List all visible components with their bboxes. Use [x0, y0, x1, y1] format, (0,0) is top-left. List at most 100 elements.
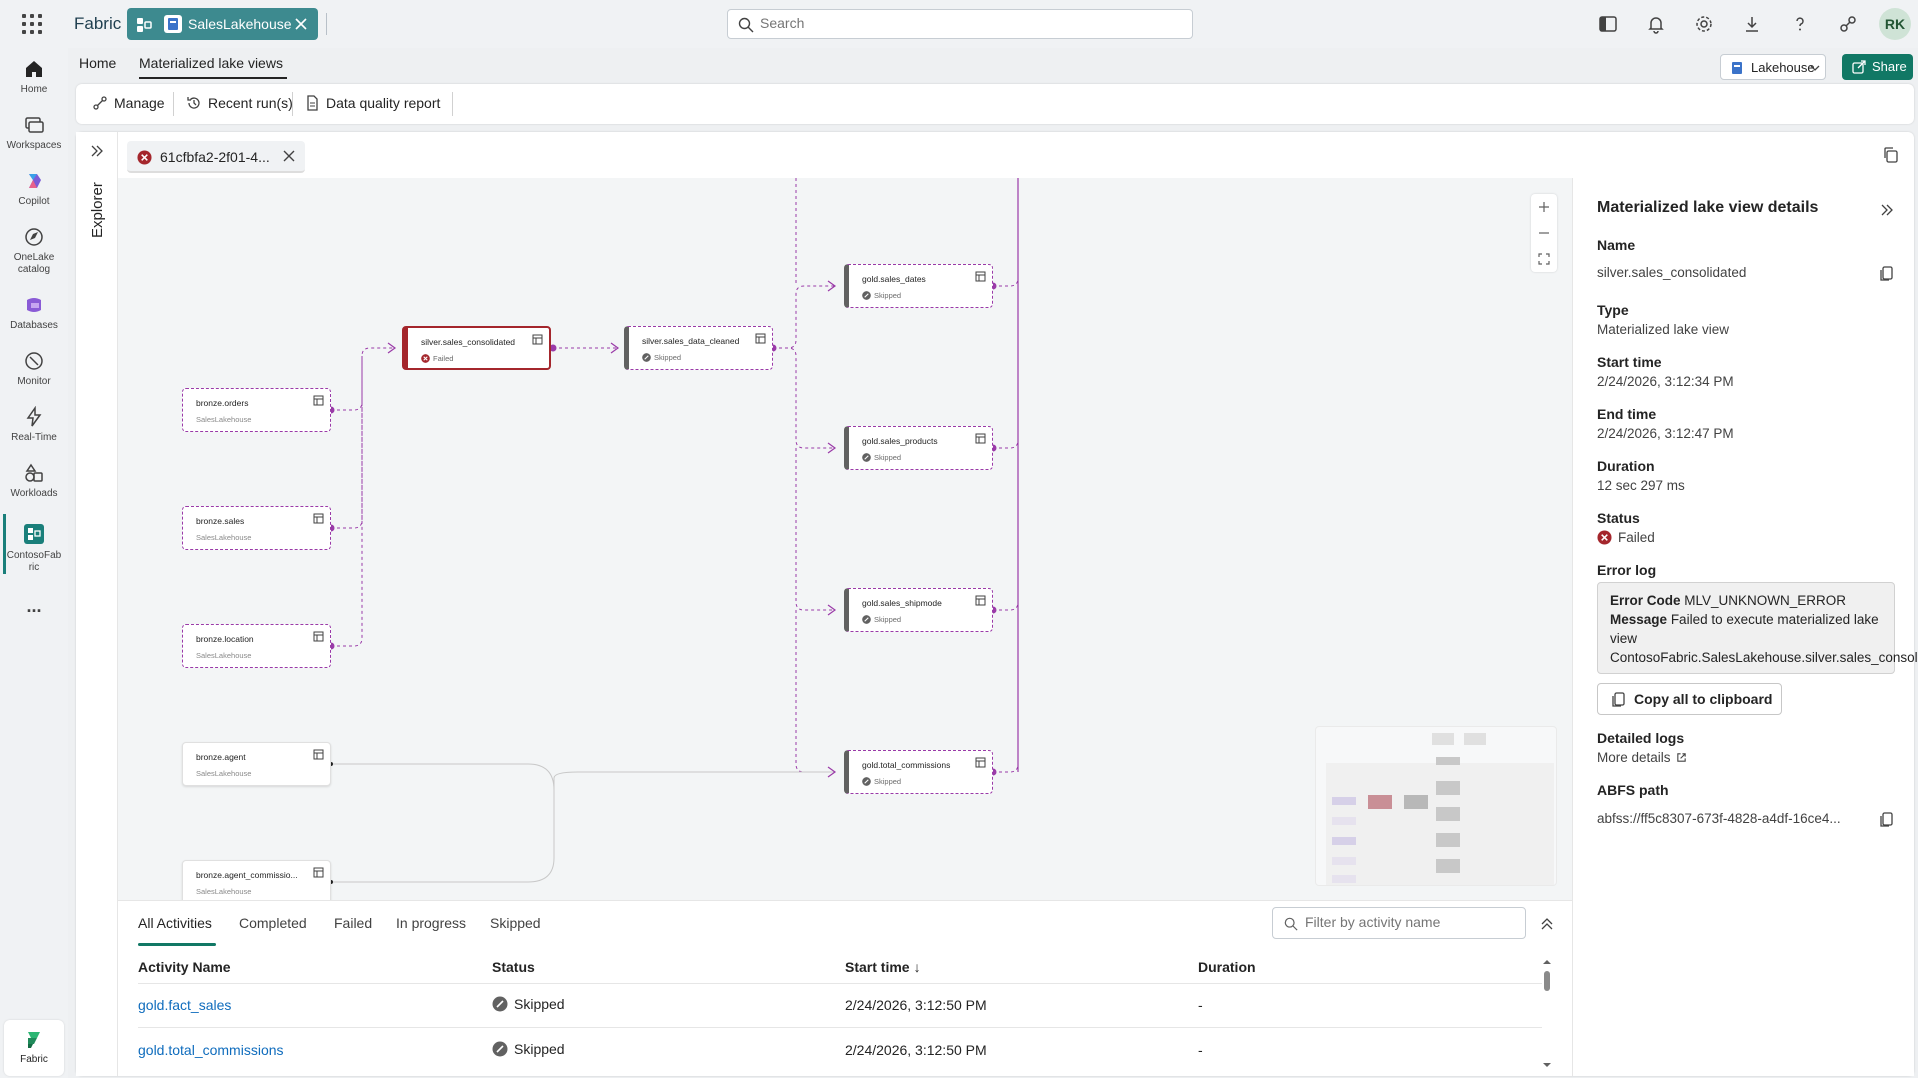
- tab-materialized-lake-views[interactable]: Materialized lake views: [139, 55, 283, 71]
- close-icon[interactable]: [282, 149, 296, 163]
- graph-node-gold-sales-dates[interactable]: gold.sales_dates Skipped: [844, 264, 993, 308]
- more-icon[interactable]: ...: [26, 596, 42, 616]
- tab-completed[interactable]: Completed: [239, 915, 307, 931]
- scrollbar[interactable]: [1541, 957, 1553, 1071]
- bell-icon[interactable]: [1644, 12, 1668, 36]
- node-name: bronze.location: [196, 634, 254, 644]
- explorer-label[interactable]: Explorer: [89, 182, 106, 238]
- gear-icon[interactable]: [1692, 12, 1716, 36]
- rail-item-databases[interactable]: Databases: [0, 294, 68, 331]
- graph-node-bronze-sales[interactable]: bronze.sales SalesLakehouse: [182, 506, 331, 550]
- run-tab[interactable]: 61cfbfa2-2f01-4...: [127, 141, 305, 173]
- node-status: Skipped: [862, 453, 901, 462]
- graph-node-silver-sales-data-cleaned[interactable]: silver.sales_data_cleaned Skipped: [624, 326, 773, 370]
- search-box[interactable]: [727, 9, 1193, 39]
- external-link-icon: [1676, 753, 1686, 762]
- edge: [331, 356, 363, 529]
- name-value: silver.sales_consolidated: [1597, 265, 1747, 280]
- brand-name[interactable]: Fabric: [74, 14, 122, 33]
- graph-node-bronze-agent[interactable]: bronze.agent SalesLakehouse: [182, 742, 331, 786]
- workspace-pill[interactable]: SalesLakehouse: [127, 8, 318, 40]
- rail-item-onelake-catalog[interactable]: OneLake catalog: [0, 226, 68, 276]
- rail-item-copilot[interactable]: Copilot: [0, 170, 68, 207]
- divider: [173, 92, 174, 116]
- skipped-icon: [492, 1041, 508, 1057]
- expand-icon[interactable]: [90, 144, 104, 158]
- graph-node-gold-sales-products[interactable]: gold.sales_products Skipped: [844, 426, 993, 470]
- node-name: silver.sales_consolidated: [421, 337, 516, 347]
- divider: [452, 92, 453, 116]
- column-header-start-time[interactable]: Start time ↓: [845, 959, 921, 975]
- copy-icon[interactable]: [1882, 146, 1900, 164]
- lineage-canvas[interactable]: bronze.orders SalesLakehouse bronze.sale…: [118, 178, 1572, 904]
- graph-node-gold-sales-shipmode[interactable]: gold.sales_shipmode Skipped: [844, 588, 993, 632]
- copy-icon[interactable]: [1879, 264, 1895, 282]
- search-input[interactable]: [760, 15, 1180, 31]
- error-log-box: Error Code MLV_UNKNOWN_ERROR Message Fai…: [1597, 582, 1918, 674]
- rail-item-label: Home: [20, 84, 48, 95]
- activity-filter-input[interactable]: [1305, 914, 1515, 930]
- tab-all-activities[interactable]: All Activities: [138, 915, 212, 931]
- graph-node-silver-sales-consolidated[interactable]: silver.sales_consolidated Failed: [402, 326, 551, 370]
- edge: [795, 610, 835, 773]
- fabric-switcher[interactable]: Fabric: [4, 1020, 64, 1076]
- rail-item-monitor[interactable]: Monitor: [0, 350, 68, 387]
- node-status: Skipped: [862, 777, 901, 786]
- close-icon[interactable]: [293, 16, 309, 32]
- copy-all-button[interactable]: Copy all to clipboard: [1597, 683, 1782, 715]
- node-name: gold.sales_shipmode: [862, 598, 942, 608]
- manage-button[interactable]: Manage: [92, 95, 165, 111]
- rail-item-home[interactable]: Home: [0, 58, 68, 95]
- help-icon[interactable]: [1788, 12, 1812, 36]
- fit-view-icon[interactable]: [1538, 253, 1550, 265]
- column-header-activity-name[interactable]: Activity Name: [138, 959, 231, 975]
- monitor-icon: [25, 352, 43, 370]
- column-header-status[interactable]: Status: [492, 959, 535, 975]
- graph-node-bronze-agent-commission[interactable]: bronze.agent_commissio... SalesLakehouse: [182, 860, 331, 904]
- graph-node-bronze-orders[interactable]: bronze.orders SalesLakehouse: [182, 388, 331, 432]
- panel-toggle-icon[interactable]: [1596, 12, 1620, 36]
- column-header-duration[interactable]: Duration: [1198, 959, 1256, 975]
- lakehouse-label: Lakehouse: [1751, 60, 1815, 75]
- share-button[interactable]: Share: [1842, 54, 1913, 80]
- tab-skipped[interactable]: Skipped: [490, 915, 541, 931]
- more-details-link[interactable]: More details: [1597, 750, 1687, 765]
- activity-row-name[interactable]: gold.total_commissions: [138, 1042, 284, 1058]
- app-launcher-icon[interactable]: [20, 12, 44, 36]
- minimap-graph: [1326, 733, 1554, 885]
- recent-runs-button[interactable]: Recent run(s): [186, 95, 293, 111]
- tab-home[interactable]: Home: [79, 55, 117, 71]
- lakehouse-icon: [1732, 62, 1742, 74]
- graph-node-bronze-location[interactable]: bronze.location SalesLakehouse: [182, 624, 331, 668]
- collapse-icon[interactable]: [1880, 203, 1894, 217]
- end-time-label: End time: [1597, 406, 1657, 422]
- avatar[interactable]: RK: [1879, 8, 1911, 40]
- chevron-double-up-icon[interactable]: [1540, 917, 1554, 931]
- download-icon[interactable]: [1740, 12, 1764, 36]
- share-link-icon[interactable]: [1836, 12, 1860, 36]
- node-name: gold.sales_dates: [862, 274, 926, 284]
- document-icon: [307, 95, 318, 111]
- rail-item-contosofabric[interactable]: ContosoFabric: [0, 522, 68, 574]
- copy-icon[interactable]: [1879, 810, 1895, 828]
- zoom-out-icon[interactable]: [1538, 227, 1550, 239]
- minimap[interactable]: [1315, 726, 1557, 886]
- rail-item-real-time[interactable]: Real-Time: [0, 406, 68, 443]
- zoom-in-icon[interactable]: [1538, 201, 1550, 213]
- abfs-path-label: ABFS path: [1597, 782, 1669, 798]
- activity-row-name[interactable]: gold.fact_sales: [138, 997, 232, 1013]
- tab-in-progress[interactable]: In progress: [396, 915, 467, 931]
- rail-item-workspaces[interactable]: Workspaces: [0, 114, 68, 151]
- skipped-icon: [862, 453, 871, 462]
- message-value: Failed to execute materialized lake view…: [1610, 612, 1918, 665]
- data-quality-report-button[interactable]: Data quality report: [304, 95, 440, 111]
- tab-failed[interactable]: Failed: [334, 915, 373, 931]
- rail-item-workloads[interactable]: Workloads: [0, 462, 68, 499]
- edge: [331, 356, 363, 647]
- activity-filter[interactable]: [1272, 907, 1526, 939]
- toolbar: Manage Recent run(s) Data quality report: [76, 84, 1914, 124]
- message-label: Message: [1610, 612, 1668, 627]
- node-name: gold.total_commissions: [862, 760, 951, 770]
- lakehouse-dropdown[interactable]: Lakehouse: [1720, 54, 1826, 80]
- graph-node-gold-total-commissions[interactable]: gold.total_commissions Skipped: [844, 750, 993, 794]
